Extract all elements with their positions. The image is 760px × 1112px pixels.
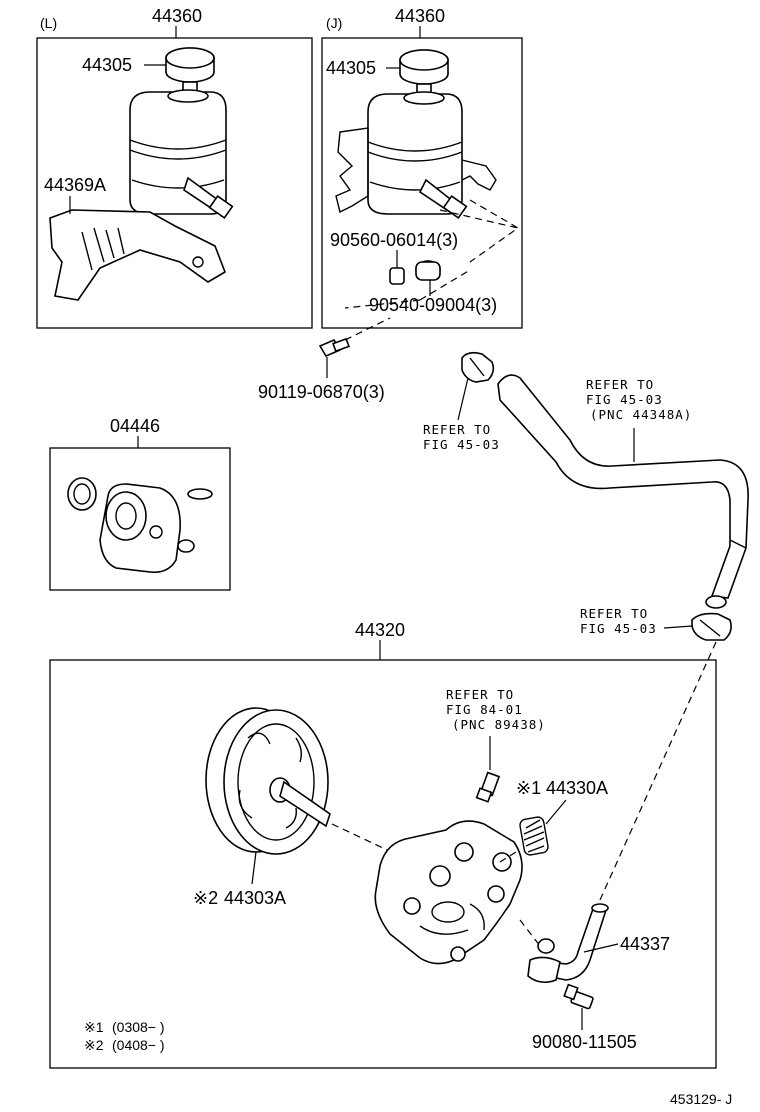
union-bolt-part-number: 90080-11505 [532, 1032, 637, 1052]
pump-body-drawing [374, 820, 523, 965]
pipe-drawing [527, 903, 609, 984]
return-hose-drawing [497, 374, 749, 609]
clamp-lower-drawing [691, 612, 732, 641]
return-hose-ref-line-3: (PNC 44348A) [590, 407, 692, 422]
hose-clamp-ref-line-1: REFER TO [423, 422, 491, 437]
note-2-mark: ※2 [84, 1037, 104, 1053]
pressure-switch-ref-line-1: REFER TO [446, 687, 514, 702]
bolt-a-part-number: 90560-06014(3) [330, 230, 458, 250]
clamp-upper-drawing [461, 351, 495, 383]
reservoir-box-right [321, 37, 523, 329]
gasket-kit-part-number: 04446 [110, 416, 160, 436]
gasket-kit-drawing [67, 477, 213, 574]
reservoir-left-drawing [49, 47, 234, 301]
cap-left-part-number: 44305 [82, 55, 132, 75]
pressure-switch-ref-line-3: (PNC 89438) [452, 717, 546, 732]
hose-end-reference: REFER TO FIG 45-03 [580, 606, 657, 636]
pulley-part-number: 44303A [224, 888, 286, 908]
hose-end-ref-line-2: FIG 45-03 [580, 621, 657, 636]
pump-assy-box [49, 659, 717, 1069]
note-1-mark: ※1 [84, 1019, 104, 1035]
hose-clamp-reference: REFER TO FIG 45-03 [423, 422, 500, 452]
pipe-part-number: 44337 [620, 934, 670, 954]
bolt-b-drawing [318, 337, 350, 358]
return-hose-reference: REFER TO FIG 45-03 (PNC 44348A) [586, 377, 692, 422]
union-bolt-drawing [563, 983, 594, 1010]
reservoir-right-drawing [335, 49, 497, 285]
reservoir-box-left [36, 37, 313, 329]
variant-l-label: (L) [40, 15, 57, 31]
pressure-switch-drawing [475, 771, 501, 803]
reservoir-right-part-number: 44360 [395, 6, 445, 26]
cap-right-part-number: 44305 [326, 58, 376, 78]
pump-assy-part-number: 44320 [355, 620, 405, 640]
return-hose-ref-line-2: FIG 45-03 [586, 392, 663, 407]
bolt-b-part-number: 90119-06870(3) [258, 382, 385, 402]
pressure-switch-ref-line-2: FIG 84-01 [446, 702, 523, 717]
sensor-note-mark: ※1 [516, 778, 541, 798]
note-1-text: (0308− ) [112, 1019, 165, 1035]
pulley-note-mark: ※2 [193, 888, 218, 908]
variant-j-label: (J) [326, 15, 342, 31]
return-hose-ref-line-1: REFER TO [586, 377, 654, 392]
cushion-part-number: 90540-09004(3) [369, 295, 497, 315]
pulley-drawing [205, 707, 331, 855]
hose-end-ref-line-1: REFER TO [580, 606, 648, 621]
sensor-part-number: 44330A [546, 778, 608, 798]
reservoir-left-part-number: 44360 [152, 6, 202, 26]
note-2-text: (0408− ) [112, 1037, 165, 1053]
diagram-code: 453129- J [670, 1091, 732, 1107]
sensor-spring-drawing [519, 816, 549, 856]
gasket-kit-box [49, 447, 231, 591]
hose-clamp-ref-line-2: FIG 45-03 [423, 437, 500, 452]
bracket-left-part-number: 44369A [44, 175, 106, 195]
pressure-switch-reference: REFER TO FIG 84-01 (PNC 89438) [446, 687, 546, 732]
